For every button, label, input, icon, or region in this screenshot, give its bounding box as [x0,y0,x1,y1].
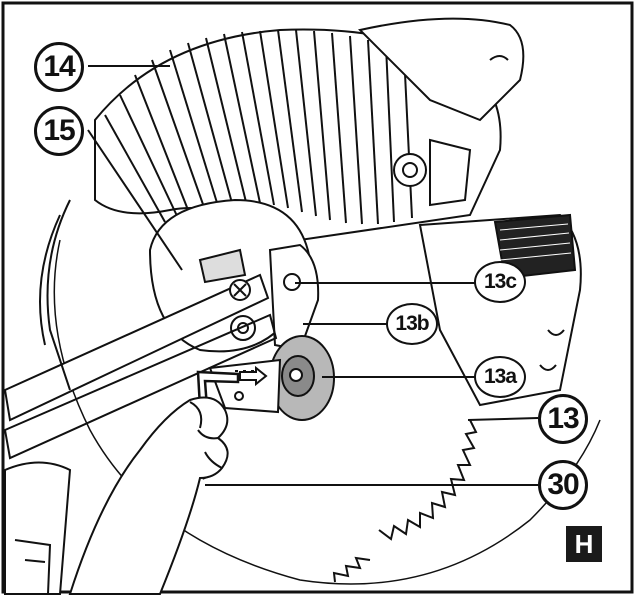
hand [68,396,229,595]
callout-30-label: 30 [547,468,579,501]
figure-label-text: H [574,528,594,559]
saw-base [4,461,72,595]
upper-blade-guard [94,28,502,242]
motor-block [418,213,582,407]
motor-housing [358,17,525,207]
callout-30: 30 [538,460,588,510]
left-guard-edge [39,199,71,391]
blade-flange [269,335,335,421]
leader-lines [87,65,539,486]
callout-13b: 13b [386,303,438,345]
slide-rail [3,273,278,460]
callout-13a: 13a [474,356,526,398]
callout-14-label: 14 [43,50,75,83]
callout-13a-label: 13a [483,365,517,388]
callout-15-label: 15 [43,114,75,147]
arbor-cover-plate [268,243,320,352]
callout-13-label: 13 [547,402,579,435]
callout-13c-label: 13c [483,270,517,293]
figure-label-badge: H [566,526,602,562]
callout-13: 13 [538,394,588,444]
callout-14: 14 [34,42,84,92]
callout-13c: 13c [474,261,526,303]
callout-15: 15 [34,106,84,156]
callout-13b-label: 13b [395,312,429,335]
